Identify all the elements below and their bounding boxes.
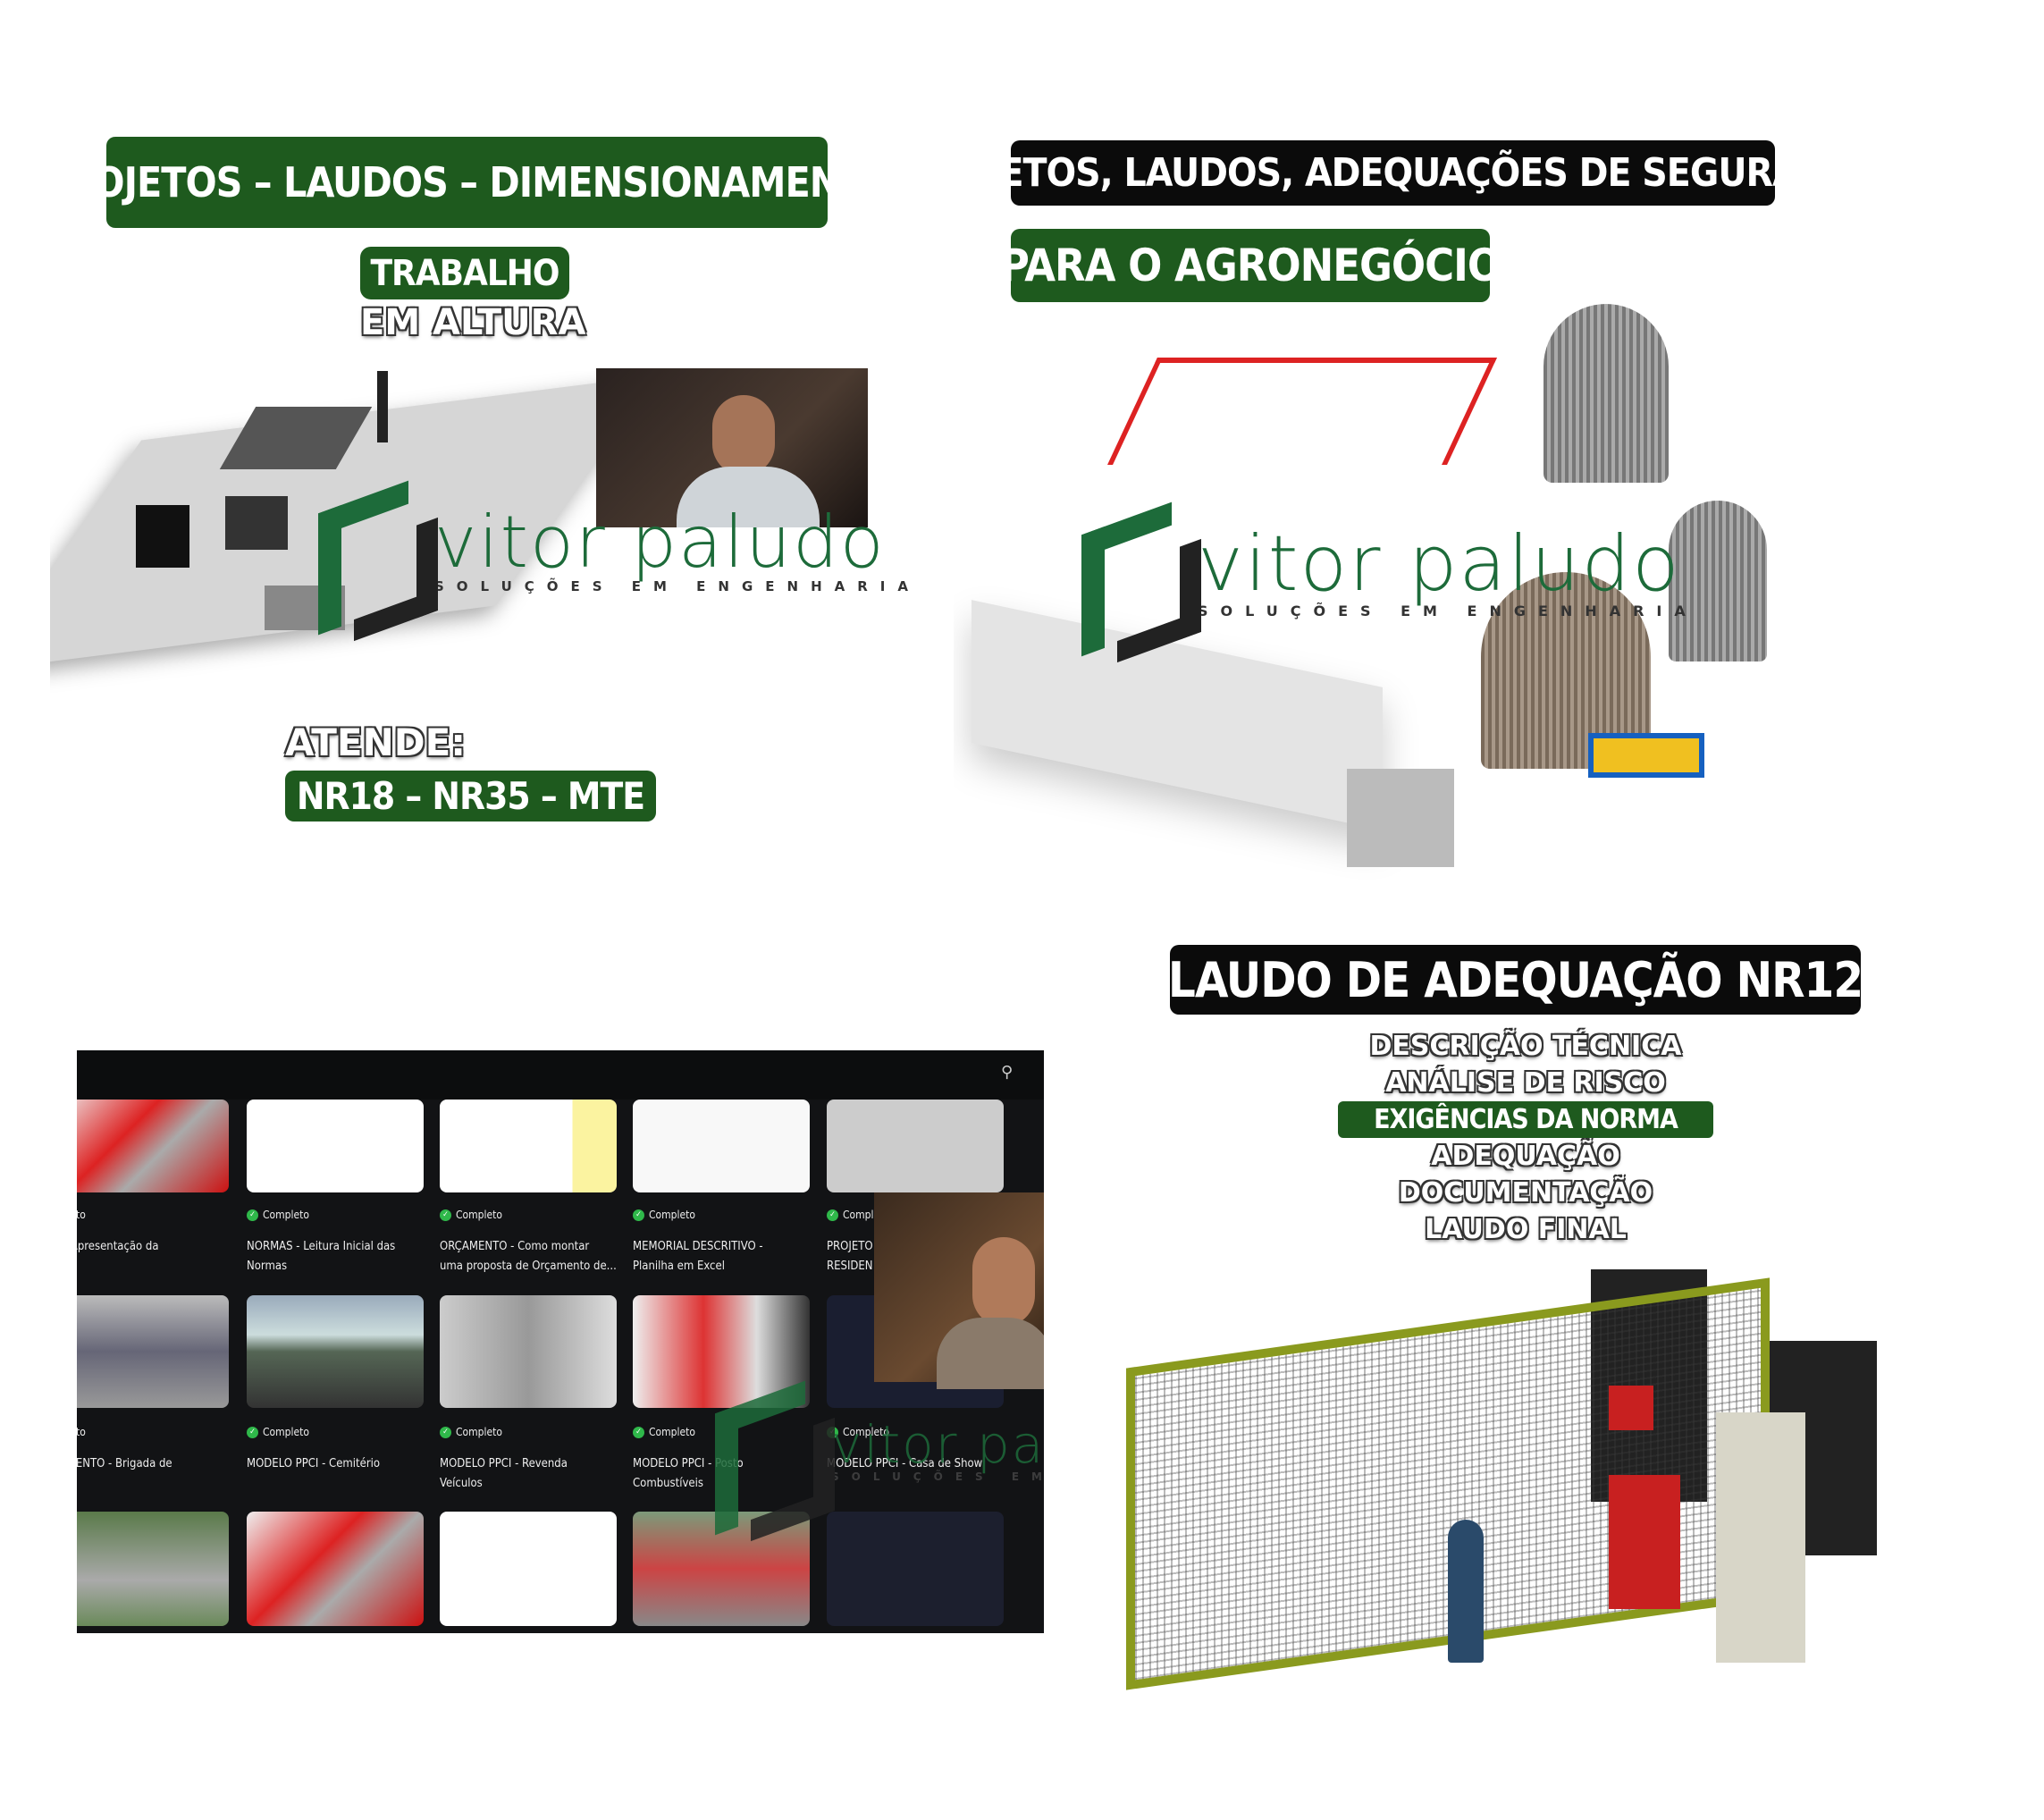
subtitle-em-altura: EM ALTURA	[360, 302, 586, 343]
step-item: ANÁLISE DE RISCO	[1385, 1067, 1666, 1099]
atende-label: ATENDE:	[285, 720, 467, 764]
check-icon: ✓	[440, 1209, 451, 1221]
check-icon: ✓	[633, 1426, 644, 1438]
course-thumb[interactable]	[77, 1512, 229, 1626]
badge-norms: NR18 – NR35 – MTE	[285, 771, 656, 822]
webcam-presenter-overlay	[874, 1192, 1044, 1389]
vitor-paludo-logo-watermark: vitor paludo SOLUÇÕES EM ENGENHARIA	[715, 1397, 1044, 1504]
status-complete: ✓Completo	[633, 1426, 695, 1438]
logo-name: vitor paludo	[434, 501, 886, 584]
course-thumb[interactable]	[247, 1295, 424, 1408]
banner-projetos-laudos: PROJETOS – LAUDOS – DIMENSIONAMENTO	[39, 137, 896, 228]
check-icon: ✓	[827, 1209, 838, 1221]
course-title[interactable]: MODELO PPCI - Casa de Show	[827, 1457, 983, 1470]
logo-mark-icon	[318, 497, 425, 604]
logo-name: vitor paludo	[831, 1414, 1044, 1475]
course-thumb[interactable]	[827, 1512, 1004, 1626]
course-thumb[interactable]	[440, 1100, 617, 1192]
course-thumb[interactable]	[77, 1295, 229, 1408]
search-icon[interactable]: ⚲	[1001, 1063, 1014, 1082]
check-icon: ✓	[247, 1426, 258, 1438]
agro-silo-plant-render	[954, 304, 1830, 921]
course-thumb[interactable]	[440, 1512, 617, 1626]
step-item: LAUDO FINAL	[1425, 1214, 1627, 1245]
status-complete: ✓Completo	[247, 1426, 309, 1438]
logo-tagline: SOLUÇÕES EM ENGENHARIA	[434, 578, 921, 594]
nr12-steps-list: DESCRIÇÃO TÉCNICA ANÁLISE DE RISCO EXIGÊ…	[1305, 1028, 1746, 1248]
logo-name: vitor paludo	[1198, 518, 1681, 609]
step-item: DOCUMENTAÇÃO	[1398, 1177, 1653, 1209]
check-icon: ✓	[247, 1209, 258, 1221]
course-grid-screenshot: ⚲ mpleto O - Apresentação datoria ✓Compl…	[77, 1050, 1044, 1633]
logo-tagline: SOLUÇÕES EM ENGENHARIA	[1198, 602, 1698, 619]
status-complete: ✓Completo	[247, 1209, 309, 1221]
status-complete: mpleto	[77, 1209, 86, 1221]
status-complete: ✓Comple	[827, 1209, 879, 1221]
vitor-paludo-logo-top-left: vitor paludo SOLUÇÕES EM ENGENHARIA	[318, 497, 921, 604]
badge-trabalho: TRABALHO	[360, 247, 569, 299]
check-icon: ✓	[633, 1209, 644, 1221]
course-title[interactable]: MEMORIAL DESCRITIVO -Planilha em Excel	[633, 1240, 763, 1273]
course-title: O - Apresentação datoria	[77, 1240, 159, 1253]
logo-mark-icon	[715, 1397, 822, 1504]
banner-adequacoes: PROJETOS, LAUDOS, ADEQUAÇÕES DE SEGURANÇ…	[907, 140, 1880, 206]
status-complete: ✓Completo	[633, 1209, 695, 1221]
course-thumb[interactable]	[633, 1100, 810, 1192]
logo-mark-icon	[1081, 518, 1189, 626]
status-complete: ✓Completo	[440, 1209, 502, 1221]
course-thumb[interactable]	[77, 1100, 229, 1192]
webcam-presenter	[596, 368, 868, 527]
badge-agronegocio: PARA O AGRONEGÓCIO	[1000, 229, 1501, 302]
course-thumb[interactable]	[247, 1512, 424, 1626]
course-title: NAMENTO - Brigada dendio	[77, 1457, 172, 1470]
banner-laudo-nr12: LAUDO DE ADEQUAÇÃO NR12	[1168, 945, 1863, 1015]
status-complete: mpleto	[77, 1426, 86, 1438]
machine-safety-guarding-render	[1126, 1251, 1895, 1765]
status-complete: ✓Completo	[440, 1426, 502, 1438]
step-item: DESCRIÇÃO TÉCNICA	[1369, 1031, 1682, 1062]
step-item: ADEQUAÇÃO	[1431, 1141, 1620, 1172]
course-thumb[interactable]	[440, 1295, 617, 1408]
course-title[interactable]: MODELO PPCI - Cemitério	[247, 1457, 381, 1470]
course-thumb[interactable]	[247, 1100, 424, 1192]
course-thumb[interactable]	[827, 1100, 1004, 1192]
vitor-paludo-logo-top-right: vitor paludo SOLUÇÕES EM ENGENHARIA	[1081, 518, 1698, 626]
step-item-highlight: EXIGÊNCIAS DA NORMA	[1338, 1101, 1713, 1138]
check-icon: ✓	[440, 1426, 451, 1438]
logo-tagline: SOLUÇÕES EM ENGENHARIA	[831, 1470, 1044, 1483]
top-bar: ⚲	[77, 1050, 1044, 1100]
